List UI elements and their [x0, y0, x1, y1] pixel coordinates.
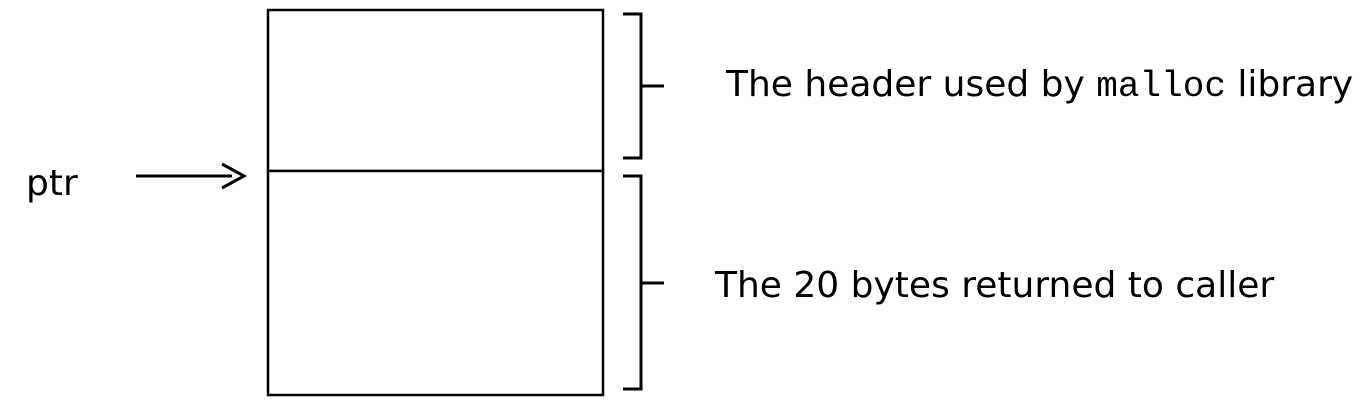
header-block-label: The header used by malloc library: [726, 67, 1353, 105]
header-brace: [623, 12, 664, 160]
pointer-label: ptr: [26, 163, 78, 204]
user-data-block-label: The 20 bytes returned to caller: [715, 265, 1275, 306]
header-block: [266, 8, 605, 173]
header-label-suffix: library: [1225, 64, 1354, 105]
user-data-brace: [623, 174, 664, 391]
malloc-code-text: malloc: [1096, 66, 1226, 107]
user-data-block: [266, 169, 605, 397]
header-label-prefix: The header used by: [726, 64, 1097, 105]
pointer-arrow: [136, 162, 248, 190]
